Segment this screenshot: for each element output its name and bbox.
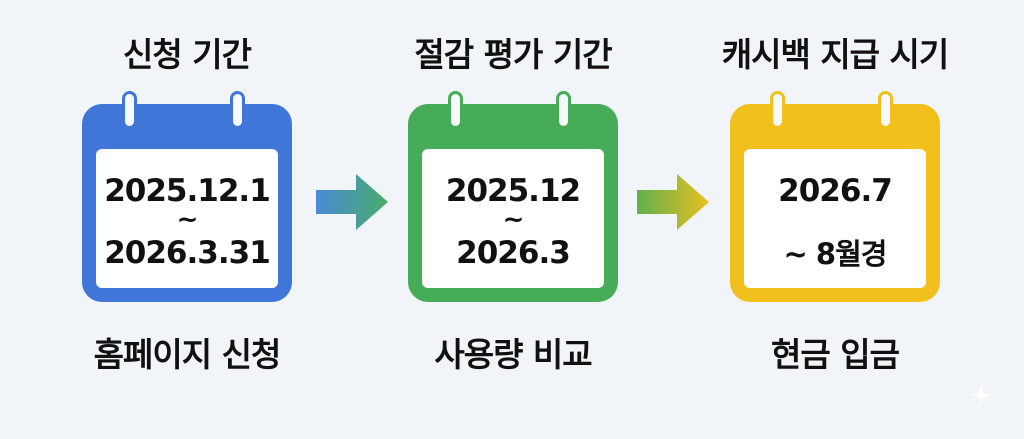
arrow-right-icon — [637, 174, 709, 230]
calendar-ring-icon — [448, 91, 463, 129]
date-start: 2026.7 — [778, 173, 893, 209]
step-title: 캐시백 지급 시기 — [721, 35, 950, 74]
step-title: 신청 기간 — [123, 35, 252, 74]
calendar-icon: 2025.12.1 ~ 2026.3.31 — [82, 91, 292, 302]
calendar-ring-icon — [122, 91, 137, 129]
calendar-page: 2025.12.1 ~ 2026.3.31 — [96, 149, 278, 288]
calendar-page: 2025.12 ~ 2026.3 — [422, 149, 604, 288]
step-evaluation-period: 절감 평가 기간 2025.12 ~ 2026.3 사용량 비교 — [408, 0, 618, 439]
step-caption: 현금 입금 — [771, 335, 900, 374]
calendar-icon: 2025.12 ~ 2026.3 — [408, 91, 618, 302]
calendar-ring-icon — [556, 91, 571, 129]
date-separator: ~ — [502, 205, 525, 235]
step-cashback-payment: 캐시백 지급 시기 2026.7 ~ 8월경 현금 입금 — [722, 0, 950, 439]
step-caption: 홈페이지 신청 — [93, 335, 282, 374]
sparkle-icon — [970, 384, 992, 406]
date-end: ~ 8월경 — [783, 237, 888, 271]
calendar-icon: 2026.7 ~ 8월경 — [730, 91, 940, 302]
calendar-ring-icon — [878, 91, 893, 129]
calendar-ring-icon — [770, 91, 785, 129]
date-start: 2025.12 — [445, 173, 581, 209]
calendar-page: 2026.7 ~ 8월경 — [744, 149, 926, 288]
date-end: 2026.3 — [456, 235, 571, 271]
arrow-right-icon — [316, 174, 388, 230]
date-separator: ~ — [176, 205, 199, 235]
step-application-period: 신청 기간 2025.12.1 ~ 2026.3.31 홈페이지 신청 — [82, 0, 292, 439]
step-caption: 사용량 비교 — [434, 335, 592, 374]
date-end: 2026.3.31 — [104, 235, 271, 271]
calendar-ring-icon — [230, 91, 245, 129]
date-start: 2025.12.1 — [104, 173, 271, 209]
step-title: 절감 평가 기간 — [414, 35, 612, 74]
